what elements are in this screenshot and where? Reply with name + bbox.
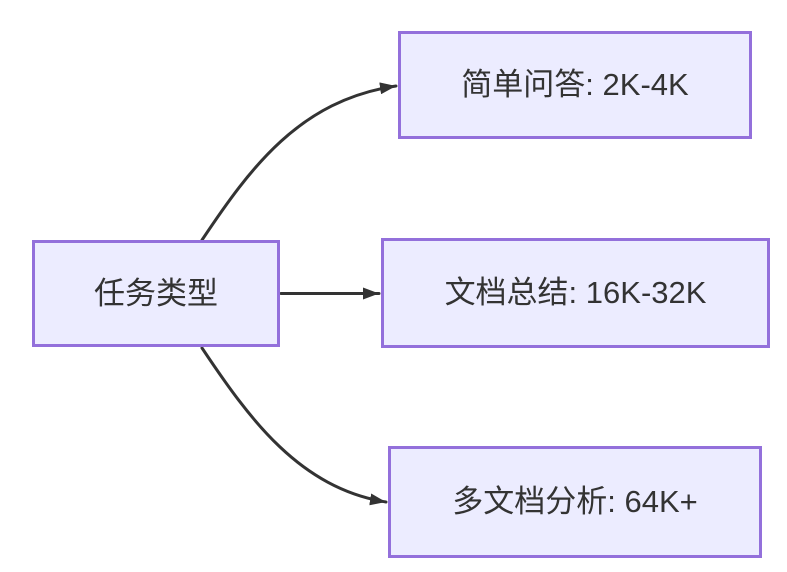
node-simple: 简单问答: 2K-4K	[398, 31, 752, 139]
node-summary: 文档总结: 16K-32K	[381, 238, 770, 348]
node-root: 任务类型	[32, 240, 280, 347]
edge-root-to-multi	[200, 346, 388, 506]
node-multi: 多文档分析: 64K+	[388, 446, 762, 558]
node-label-multi: 多文档分析: 64K+	[452, 484, 698, 520]
edge-root-to-simple	[200, 82, 398, 242]
node-label-summary: 文档总结: 16K-32K	[444, 275, 707, 311]
node-label-simple: 简单问答: 2K-4K	[461, 67, 689, 103]
node-label-root: 任务类型	[94, 275, 218, 311]
